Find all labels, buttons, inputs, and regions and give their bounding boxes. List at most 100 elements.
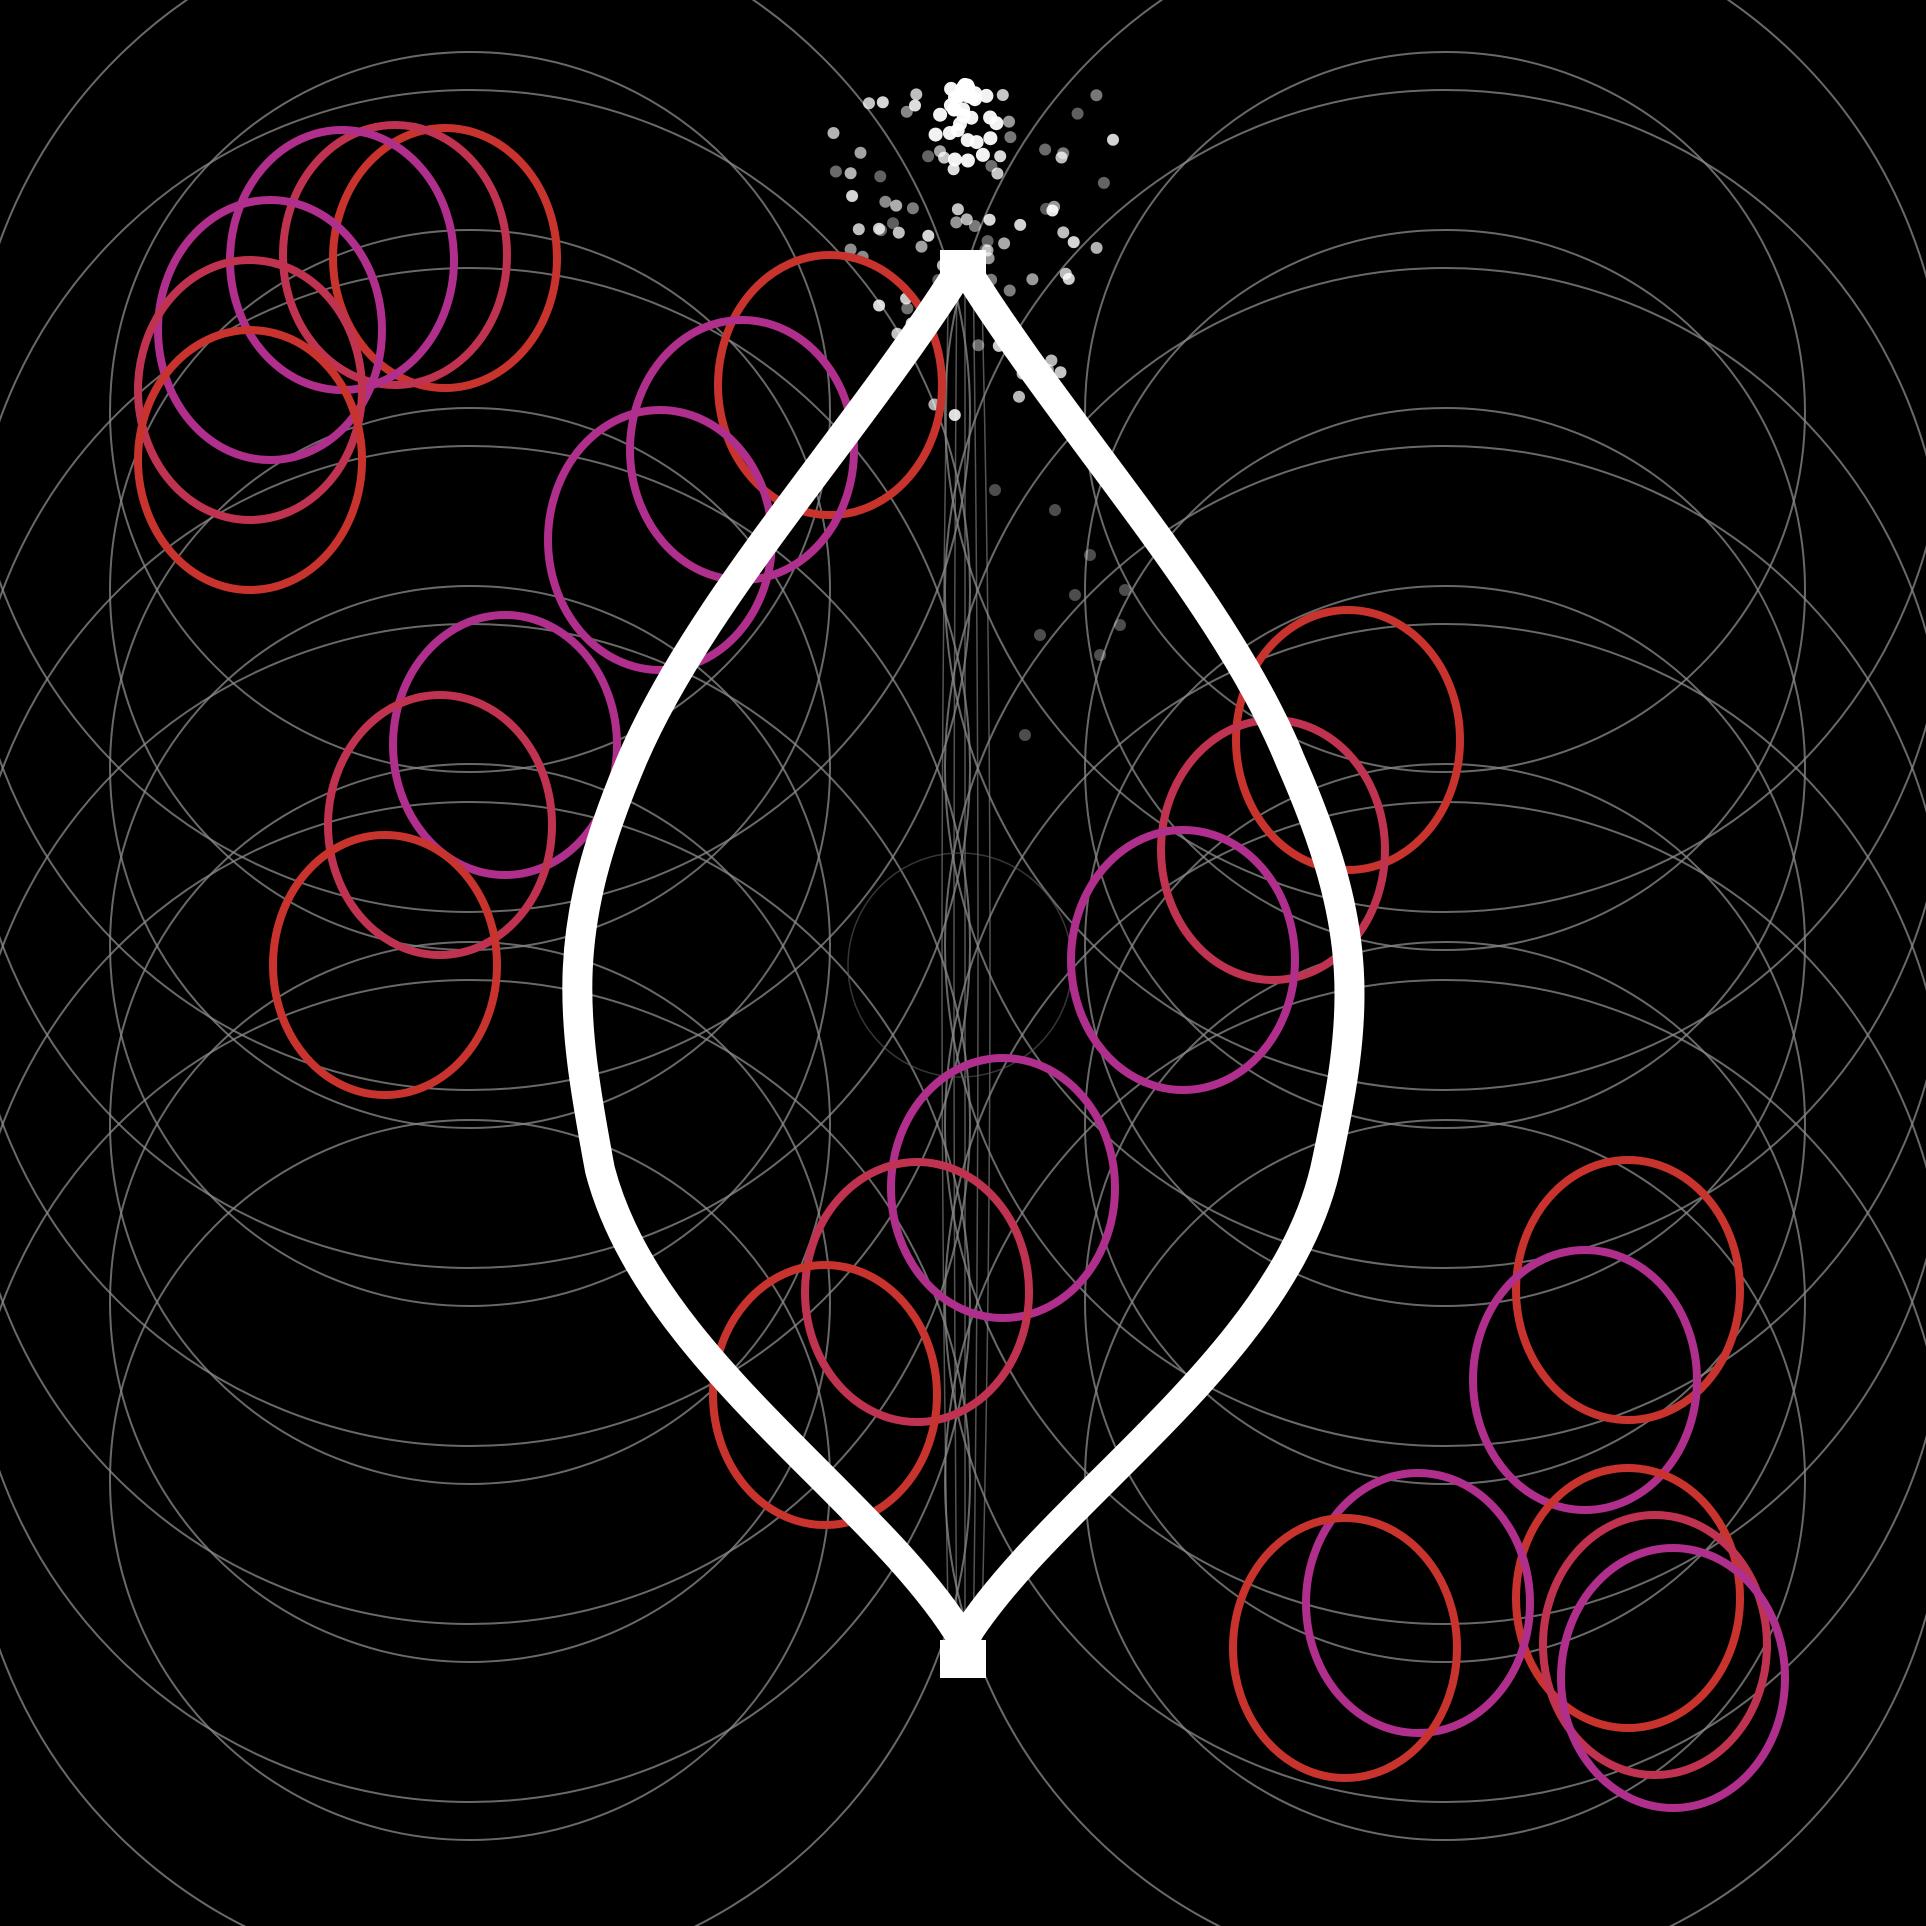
field-seam-line: [941, 259, 950, 1661]
field-seam-line: [953, 259, 958, 1661]
field-line-circle: [109, 407, 831, 1129]
ring-circle: [1232, 606, 1464, 874]
particle-dot: [1114, 619, 1126, 631]
particle-dot: [983, 213, 996, 226]
field-line-circle: [944, 0, 1926, 913]
particle-dot: [1097, 176, 1110, 189]
ring-clusters: [134, 121, 1789, 1812]
particle-dot: [1003, 284, 1016, 297]
field-line-circle: [1084, 941, 1806, 1663]
particle-dot: [981, 235, 994, 248]
lens-top-tip: [940, 250, 986, 280]
particle-dot: [876, 96, 889, 109]
field-seam-line: [980, 259, 991, 1661]
ring-circle: [389, 611, 621, 879]
ring-circle: [279, 121, 511, 389]
particle-dot: [890, 199, 903, 212]
particle-dot: [1055, 151, 1068, 164]
particle-dot: [933, 107, 948, 122]
ring-circle: [324, 691, 556, 959]
particle-dot: [950, 216, 963, 229]
particle-dot: [975, 147, 990, 162]
particle-dot: [922, 229, 935, 242]
particle-dot: [1069, 589, 1081, 601]
particle-dot: [979, 88, 994, 103]
field-seam-line: [972, 259, 979, 1661]
particle-dot: [873, 299, 886, 312]
particle-dot: [998, 237, 1011, 250]
particle-dot: [1026, 273, 1039, 286]
particle-dot: [951, 203, 964, 216]
particle-dot: [873, 222, 885, 235]
field-line-circle: [109, 1119, 831, 1841]
particle-dot: [852, 223, 865, 236]
particle-dot: [1057, 226, 1070, 239]
field-line-circle: [0, 0, 971, 913]
particle-dot: [1084, 549, 1096, 561]
particle-dot: [879, 195, 892, 208]
particle-dot: [901, 302, 914, 315]
particle-dot: [900, 105, 913, 118]
particle-dot: [875, 224, 887, 237]
field-line-circle: [1084, 51, 1806, 773]
particle-dot: [910, 88, 923, 101]
field-line-circle: [0, 979, 971, 1926]
ring-circle: [887, 1054, 1119, 1322]
ring-circle: [134, 256, 366, 524]
particle-dot: [874, 170, 887, 183]
field-line-circle: [109, 763, 831, 1485]
particle-dot: [983, 131, 998, 146]
particle-dot: [968, 220, 981, 232]
particle-dot: [1054, 366, 1067, 379]
particle-dot: [1019, 729, 1031, 741]
field-line-circle: [944, 267, 1926, 1269]
particle-dot: [1034, 629, 1046, 641]
particle-dot: [906, 202, 919, 215]
ring-circle: [154, 196, 386, 464]
particle-dot: [928, 127, 943, 142]
particle-dot: [958, 79, 973, 94]
particle-dot: [960, 133, 975, 148]
particle-dot: [938, 151, 951, 164]
particle-dot: [944, 81, 959, 96]
particle-dot: [947, 163, 960, 176]
particle-dot: [989, 484, 1001, 496]
ring-circle: [1067, 826, 1299, 1094]
particle-dot: [956, 102, 971, 117]
field-line-circle: [944, 89, 1926, 1091]
ring-circle: [709, 1261, 941, 1529]
field-line-circle: [944, 623, 1926, 1625]
particle-dot: [1107, 133, 1119, 146]
particle-dot: [1046, 204, 1059, 217]
ring-circle: [1557, 1544, 1789, 1812]
field-line-circle: [109, 51, 831, 773]
ring-circle: [1469, 1246, 1701, 1514]
particle-dot: [892, 226, 905, 239]
field-line-circle: [1084, 585, 1806, 1307]
particle-dot: [947, 152, 962, 167]
particle-dot: [960, 153, 975, 168]
field-line-circle: [0, 445, 971, 1447]
particle-dot: [827, 127, 840, 139]
particle-dot: [909, 99, 921, 112]
particle-dot: [829, 165, 842, 178]
particle-dot: [863, 97, 875, 110]
field-line-circle: [944, 445, 1926, 1447]
particle-dot: [972, 339, 985, 352]
ring-circle: [1539, 1511, 1771, 1779]
particle-dot: [948, 409, 961, 421]
ring-circle: [329, 124, 561, 392]
particle-dot: [854, 146, 867, 159]
particle-dot: [1049, 504, 1061, 516]
field-line-circle: [1084, 763, 1806, 1485]
particle-dot: [1014, 218, 1027, 231]
ring-circle: [714, 251, 946, 519]
particle-dot: [844, 167, 857, 180]
particle-dot: [960, 213, 973, 226]
lens-bottom-tip: [940, 1640, 986, 1678]
particle-dot: [983, 110, 998, 125]
particle-dot: [1094, 649, 1106, 661]
particle-dot: [1119, 584, 1131, 596]
field-line-circle: [944, 979, 1926, 1926]
